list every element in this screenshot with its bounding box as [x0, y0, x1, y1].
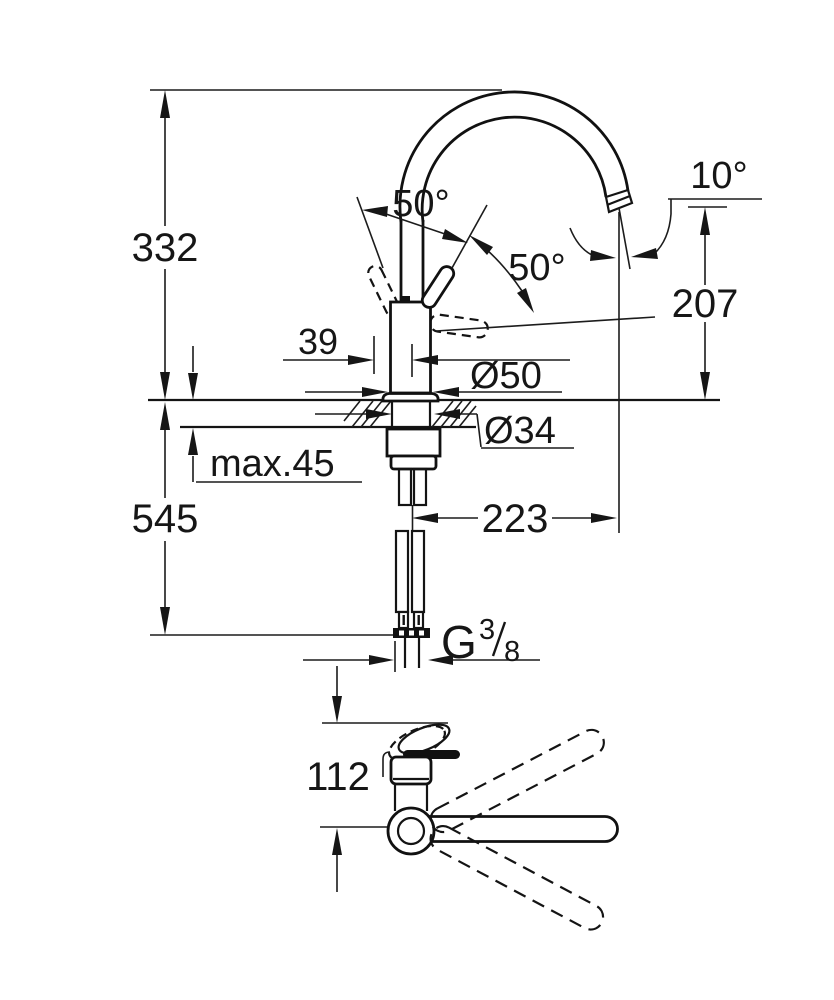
dim-spout-height: 332	[132, 226, 199, 270]
faucet-plan-view: 112	[306, 666, 619, 931]
dim-total-height: 545	[132, 497, 199, 541]
dim-handle-travel-angle: 50°	[508, 247, 565, 289]
aerator	[604, 188, 634, 214]
plan-body	[389, 755, 433, 786]
thread-callout: G 3 8	[441, 614, 520, 668]
threaded-stud-left	[397, 467, 413, 507]
dim-base-diameter: Ø50	[470, 355, 542, 397]
plan-lever-solid	[428, 815, 619, 843]
spout-outer-outline	[398, 90, 630, 223]
hose-fittings	[393, 610, 430, 668]
faucet-front-view	[367, 90, 634, 668]
flex-hose-right	[410, 529, 426, 614]
angle-line-right	[451, 204, 488, 269]
mixer-body	[389, 300, 432, 395]
dimensions-front: 332 545 max.45 39 Ø50 Ø34 223	[132, 90, 762, 672]
dim-counter-max: max.45	[210, 443, 335, 485]
threaded-stud-right	[412, 467, 428, 507]
angle-line-left	[356, 196, 384, 269]
reference-lines	[148, 89, 727, 636]
spout-inner-outline	[420, 115, 608, 223]
nut-base	[389, 454, 438, 471]
dim-spout-tilt: 10°	[690, 155, 747, 197]
riser-pipe	[399, 220, 425, 302]
thread-slash	[491, 621, 507, 657]
handle-lever-solid	[420, 265, 456, 309]
dim-projection: 223	[482, 497, 549, 541]
base-flange	[381, 392, 440, 403]
plan-body-neck	[393, 777, 429, 811]
dim-handle-open-angle: 50°	[392, 183, 449, 225]
shank	[390, 401, 432, 427]
dim-handle-offset: 39	[298, 321, 338, 362]
dim-outlet-height: 207	[672, 282, 739, 326]
thread-numerator: 3	[479, 614, 495, 646]
dim-plan-offset: 112	[306, 755, 370, 799]
thread-g-label: G	[441, 616, 477, 668]
plan-bearing-inner	[396, 816, 426, 846]
dim-hole-diameter: Ø34	[484, 410, 556, 452]
mounting-nut	[385, 427, 442, 458]
outlet-axis-tilted	[618, 207, 631, 270]
handle-position-down-dashed	[429, 313, 489, 339]
angle-line-horizontal	[435, 316, 656, 332]
plan-escutcheon-edge	[382, 751, 391, 777]
handle-mount	[402, 296, 410, 303]
thread-denominator: 8	[504, 636, 520, 668]
flex-hose-left	[394, 529, 410, 614]
